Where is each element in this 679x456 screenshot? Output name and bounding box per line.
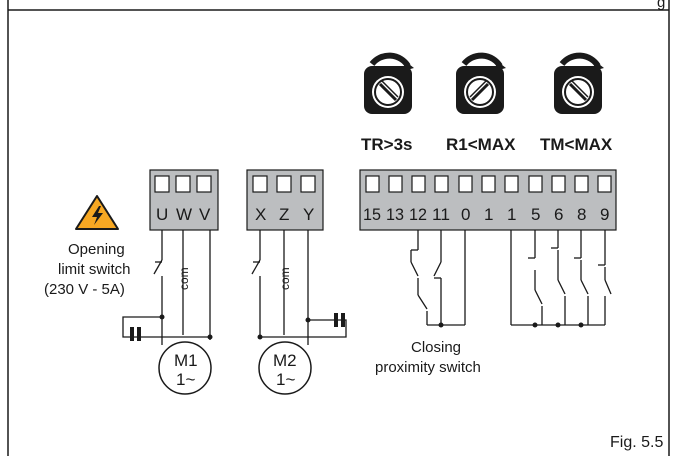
high-voltage-warning-icon — [75, 195, 119, 230]
terminal-x-label: X — [255, 205, 266, 224]
terminal-w-label: W — [176, 205, 192, 224]
terminal-15-label: 15 — [363, 205, 381, 224]
motor1-label-line2: 1~ — [176, 370, 195, 389]
closing-proximity-junctions — [438, 322, 444, 328]
motor1-com-label: com — [177, 267, 191, 290]
terminal-11-label: 11 — [432, 205, 450, 224]
terminal-v-label: V — [199, 205, 211, 224]
terminal-1b-label: 1 — [507, 205, 516, 224]
terminal-6-label: 6 — [554, 205, 563, 224]
trimmer-r1[interactable] — [456, 52, 506, 114]
terminal-block-uwv — [149, 169, 219, 231]
motor2-wiring — [251, 230, 347, 345]
motor1-label-line1: M1 — [174, 351, 198, 370]
opening-limit-switch-line1: Opening — [68, 241, 125, 258]
motor1 — [158, 341, 212, 395]
trimmer-tr-label: TR>3s — [361, 135, 413, 154]
capacitor-m2 — [257, 313, 345, 340]
trimmer-r1-label: R1<MAX — [446, 135, 516, 154]
capacitor-m1 — [130, 314, 213, 341]
terminal-1a-label: 1 — [484, 205, 493, 224]
control-switches-junctions — [532, 322, 584, 328]
motor1-wiring — [122, 230, 211, 345]
terminal-y-label: Y — [303, 205, 314, 224]
terminal-block-main — [359, 169, 617, 231]
terminal-u-label: U — [156, 205, 168, 224]
motor2-com-label: com — [278, 267, 292, 290]
terminal-8-label: 8 — [577, 205, 586, 224]
motor2 — [258, 341, 312, 395]
control-switches-wiring — [510, 230, 612, 326]
motor2-label-line2: 1~ — [276, 370, 295, 389]
trimmer-tm[interactable] — [554, 52, 604, 114]
figure-label: Fig. 5.5 — [610, 434, 663, 451]
frame — [7, 0, 670, 456]
opening-limit-switch-line2: limit switch — [58, 261, 131, 278]
trimmer-tr[interactable] — [364, 52, 414, 114]
terminal-9-label: 9 — [600, 205, 609, 224]
header-partial-text: g — [657, 0, 665, 11]
terminal-13-label: 13 — [386, 205, 404, 224]
closing-proximity-wiring — [410, 230, 466, 326]
terminal-0-label: 0 — [461, 205, 470, 224]
terminal-z-label: Z — [279, 205, 289, 224]
terminal-12-label: 12 — [409, 205, 427, 224]
opening-limit-switch-line3: (230 V - 5A) — [44, 281, 125, 298]
trimmer-tm-label: TM<MAX — [540, 135, 613, 154]
motor2-label-line1: M2 — [273, 351, 297, 370]
terminal-block-xzy — [246, 169, 324, 231]
terminal-5-label: 5 — [531, 205, 540, 224]
closing-proximity-line2: proximity switch — [375, 359, 481, 376]
closing-proximity-line1: Closing — [411, 339, 461, 356]
